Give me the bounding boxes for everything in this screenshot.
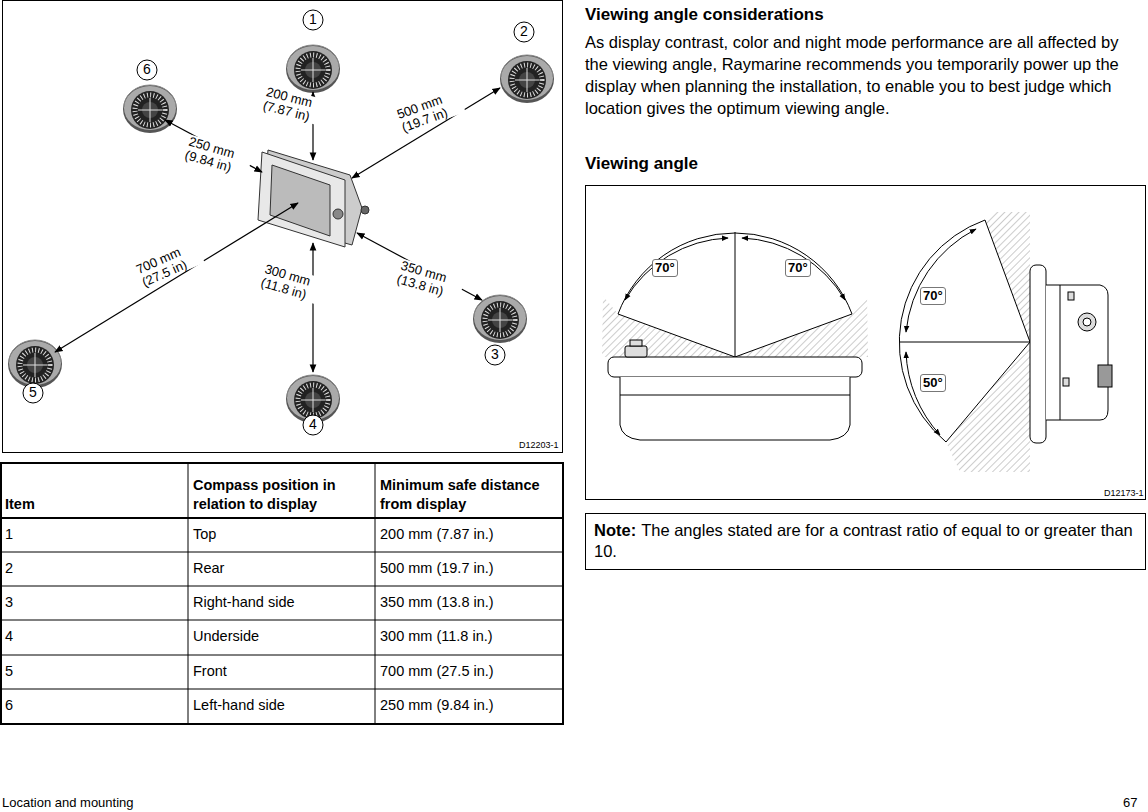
table-cell: Rear	[193, 560, 371, 577]
table-cell: Left-hand side	[193, 697, 371, 714]
footer-text: Location and mounting	[2, 795, 134, 811]
angle-label: 70°	[652, 259, 678, 277]
display-unit	[258, 150, 369, 247]
note-text: The angles stated are for a contrast rat…	[594, 521, 1133, 560]
angle-label: 70°	[785, 259, 811, 277]
figure-code: D12173-1	[1104, 488, 1144, 499]
body-text: As display contrast, color and night mod…	[585, 32, 1145, 120]
table-cell: 4	[5, 628, 183, 645]
top-view	[602, 232, 868, 440]
side-view	[899, 212, 1112, 472]
angle-label: 70°	[920, 287, 946, 305]
table-cell: Right-hand side	[193, 594, 371, 611]
table-cell: 5	[5, 663, 183, 680]
dimension-label: 350 mm (13.8 in)	[395, 258, 466, 302]
table-cell: 1	[5, 526, 183, 543]
angle-label: 50°	[920, 374, 946, 392]
callout-number: 3	[487, 346, 503, 363]
callout-circles	[23, 10, 534, 435]
table-cell: Front	[193, 663, 371, 680]
table-header: Item	[5, 495, 183, 514]
table-cell: 700 mm (27.5 in.)	[380, 663, 558, 680]
note-heading: Note:	[594, 521, 636, 539]
callout-number: 6	[139, 61, 155, 78]
compass-icons	[8, 45, 554, 423]
dimension-label: 300 mm (11.8 in)	[258, 262, 325, 305]
distance-arrows	[55, 88, 500, 372]
table-cell: 200 mm (7.87 in.)	[380, 526, 558, 543]
figure-code: D12203-1	[519, 440, 559, 451]
table-cell: Underside	[193, 628, 371, 645]
figure-frame	[3, 1, 563, 453]
table-cell: 350 mm (13.8 in.)	[380, 594, 558, 611]
dimension-label: 250 mm (9.84 in)	[183, 134, 254, 178]
section-heading: Viewing angle considerations	[585, 5, 824, 25]
table-cell: 500 mm (19.7 in.)	[380, 560, 558, 577]
dimension-label: 500 mm (19.7 in)	[394, 87, 465, 135]
table-cell: 6	[5, 697, 183, 714]
note-box: Note:The angles stated are for a contras…	[585, 513, 1146, 570]
table-cell: 2	[5, 560, 183, 577]
table-cell: 250 mm (9.84 in.)	[380, 697, 558, 714]
table-header: Compass position in relation to display	[193, 476, 371, 514]
table-cell: 300 mm (11.8 in.)	[380, 628, 558, 645]
figure-frame	[586, 186, 1146, 500]
table-cell: 3	[5, 594, 183, 611]
callout-number: 2	[516, 23, 532, 40]
callout-number: 1	[305, 11, 321, 28]
subheading: Viewing angle	[585, 154, 698, 174]
table-cell: Top	[193, 526, 371, 543]
callout-number: 4	[305, 416, 321, 433]
page-number: 67	[1123, 795, 1137, 811]
table-grid	[1, 463, 563, 724]
callout-number: 5	[25, 384, 41, 401]
table-header: Minimum safe distance from display	[380, 476, 558, 514]
